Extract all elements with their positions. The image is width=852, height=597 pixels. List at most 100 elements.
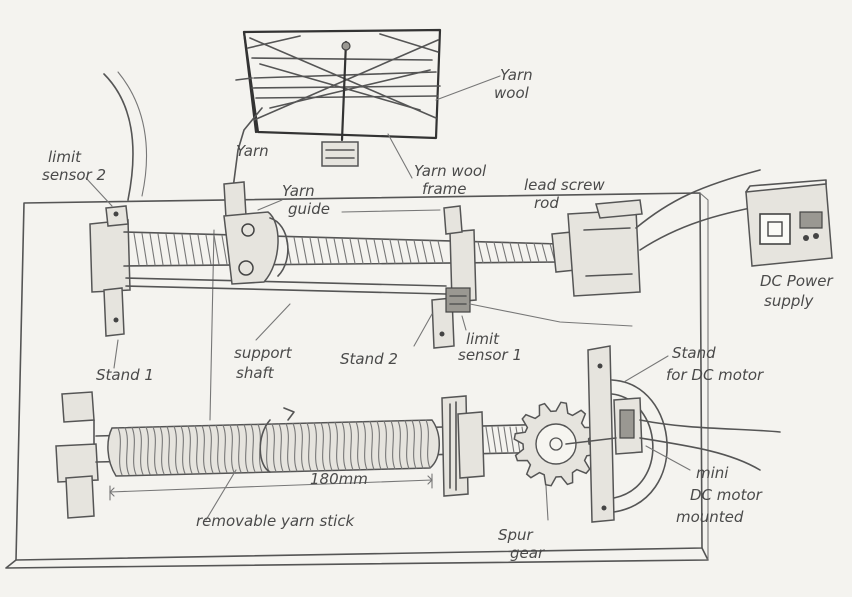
- sketch-stroke: [180, 425, 186, 475]
- sketch-stroke: [355, 421, 361, 471]
- sketch-stroke: [389, 239, 396, 264]
- sketch-stroke: [173, 425, 179, 475]
- sketch-stroke: [509, 242, 516, 263]
- sketch-stroke: [293, 236, 300, 265]
- sketch-stroke: [133, 232, 140, 266]
- sketch-stroke: [411, 419, 417, 469]
- sketch-stroke: [208, 425, 214, 474]
- power-switch-icon: [759, 213, 791, 245]
- sketch-stroke: [397, 420, 403, 470]
- sketch-stroke: [292, 422, 298, 472]
- sketch-stroke: [373, 238, 380, 264]
- limit-sensor-1: [445, 287, 633, 327]
- sketch-stroke: [299, 422, 305, 472]
- spur-gear: [513, 401, 599, 487]
- sketch-stroke: [369, 421, 375, 470]
- sketch-stroke: [201, 425, 207, 474]
- stand-2: [431, 205, 477, 349]
- sketch-stroke: [243, 424, 249, 473]
- sketch-stroke: [215, 424, 221, 474]
- sketch-stroke: [301, 236, 308, 265]
- sketch-stroke: [306, 422, 312, 472]
- removable-yarn-stick: [55, 391, 561, 519]
- sketch-stroke: [138, 426, 144, 475]
- sketch-stroke: [404, 420, 410, 470]
- sketch-stroke: [152, 426, 158, 475]
- sketch-stroke: [365, 238, 372, 264]
- label-removable-yarn-stick: removable yarn stick: [196, 512, 356, 530]
- sketch-stroke: [181, 233, 188, 266]
- sketch-stroke: [497, 426, 503, 454]
- sketch-stroke: [222, 424, 228, 474]
- label-stand-1: Stand 1: [96, 366, 154, 384]
- label-stand-for-dc-motor: Stand for DC motor: [666, 344, 764, 384]
- sketch-stroke: [362, 421, 368, 471]
- sketch-stroke: [418, 419, 424, 469]
- sketch-stroke: [421, 239, 428, 264]
- sketch-stroke: [541, 242, 548, 263]
- label-dimension: 180mm: [310, 470, 368, 488]
- sketch-stroke: [117, 427, 123, 476]
- stand-1: [89, 205, 131, 337]
- sketch-stroke: [349, 238, 356, 264]
- sketch-stroke: [187, 425, 193, 474]
- sketch-stroke: [341, 421, 347, 471]
- sketch-stroke: [405, 239, 412, 264]
- sketch-stroke: [501, 241, 508, 263]
- sketch-stroke: [149, 233, 156, 266]
- sketch-stroke: [491, 426, 497, 454]
- wool-frame-base: [321, 141, 359, 167]
- sketch-stroke: [425, 419, 431, 469]
- sketch-stroke: [213, 234, 220, 265]
- sketch-stroke: [189, 234, 196, 266]
- sketch-stroke: [517, 242, 524, 263]
- sketch-stroke: [376, 420, 382, 470]
- sketch-stroke: [285, 423, 291, 472]
- sketch-stroke: [166, 426, 172, 475]
- sketch-stroke: [131, 426, 137, 476]
- sketch-stroke: [357, 238, 364, 264]
- label-spur-gear: Spur gear: [498, 526, 545, 562]
- sketch-stroke: [327, 422, 333, 471]
- sketch-stroke: [477, 241, 484, 264]
- lead-screw-motor: [551, 169, 761, 297]
- sketch-stroke: [157, 233, 164, 266]
- sketch-stroke: [381, 238, 388, 264]
- sketch-stroke: [124, 427, 130, 476]
- sketch-stroke: [325, 237, 332, 265]
- sketch-stroke: [313, 422, 319, 472]
- sketch-stroke: [229, 424, 235, 473]
- sketch-stroke: [383, 420, 389, 470]
- sketch-stroke: [437, 240, 444, 264]
- lead-screw-rod: [123, 231, 561, 267]
- dimension-180mm: [109, 473, 433, 501]
- label-yarn: Yarn: [236, 142, 269, 160]
- sketch-stroke: [278, 423, 284, 472]
- base-board: [5, 192, 709, 569]
- sketch-stroke: [309, 237, 316, 265]
- sketch-stroke: [509, 426, 515, 454]
- sketch-stroke: [264, 423, 270, 473]
- sketch-stroke: [320, 422, 326, 471]
- sketch-stroke: [503, 426, 509, 454]
- label-support-shaft: support shaft: [234, 344, 296, 382]
- sketch-stroke: [194, 425, 200, 474]
- label-mini-dc-motor: mini DC motor mounted: [676, 464, 767, 526]
- sketch-stroke: [493, 241, 500, 264]
- dc-power-supply: [745, 179, 833, 267]
- stand-for-dc-motor: [565, 345, 781, 523]
- sketch-stroke: [205, 234, 212, 265]
- sketch-stroke: [141, 232, 148, 266]
- label-limit-sensor-1: limit sensor 1: [458, 330, 522, 364]
- sketch-stroke: [250, 423, 256, 473]
- label-stand-2: Stand 2: [340, 350, 398, 368]
- sketch-stroke: [333, 237, 340, 265]
- sketch-stroke: [334, 421, 340, 471]
- sketch-stroke: [165, 233, 172, 266]
- label-yarn-guide: Yarn guide: [282, 182, 330, 218]
- sketch-stroke: [413, 239, 420, 264]
- sketch-stroke: [429, 240, 436, 264]
- sketch-stroke: [145, 426, 151, 475]
- yarn-wool-frame: [235, 28, 442, 167]
- yarn-guide: [223, 181, 289, 285]
